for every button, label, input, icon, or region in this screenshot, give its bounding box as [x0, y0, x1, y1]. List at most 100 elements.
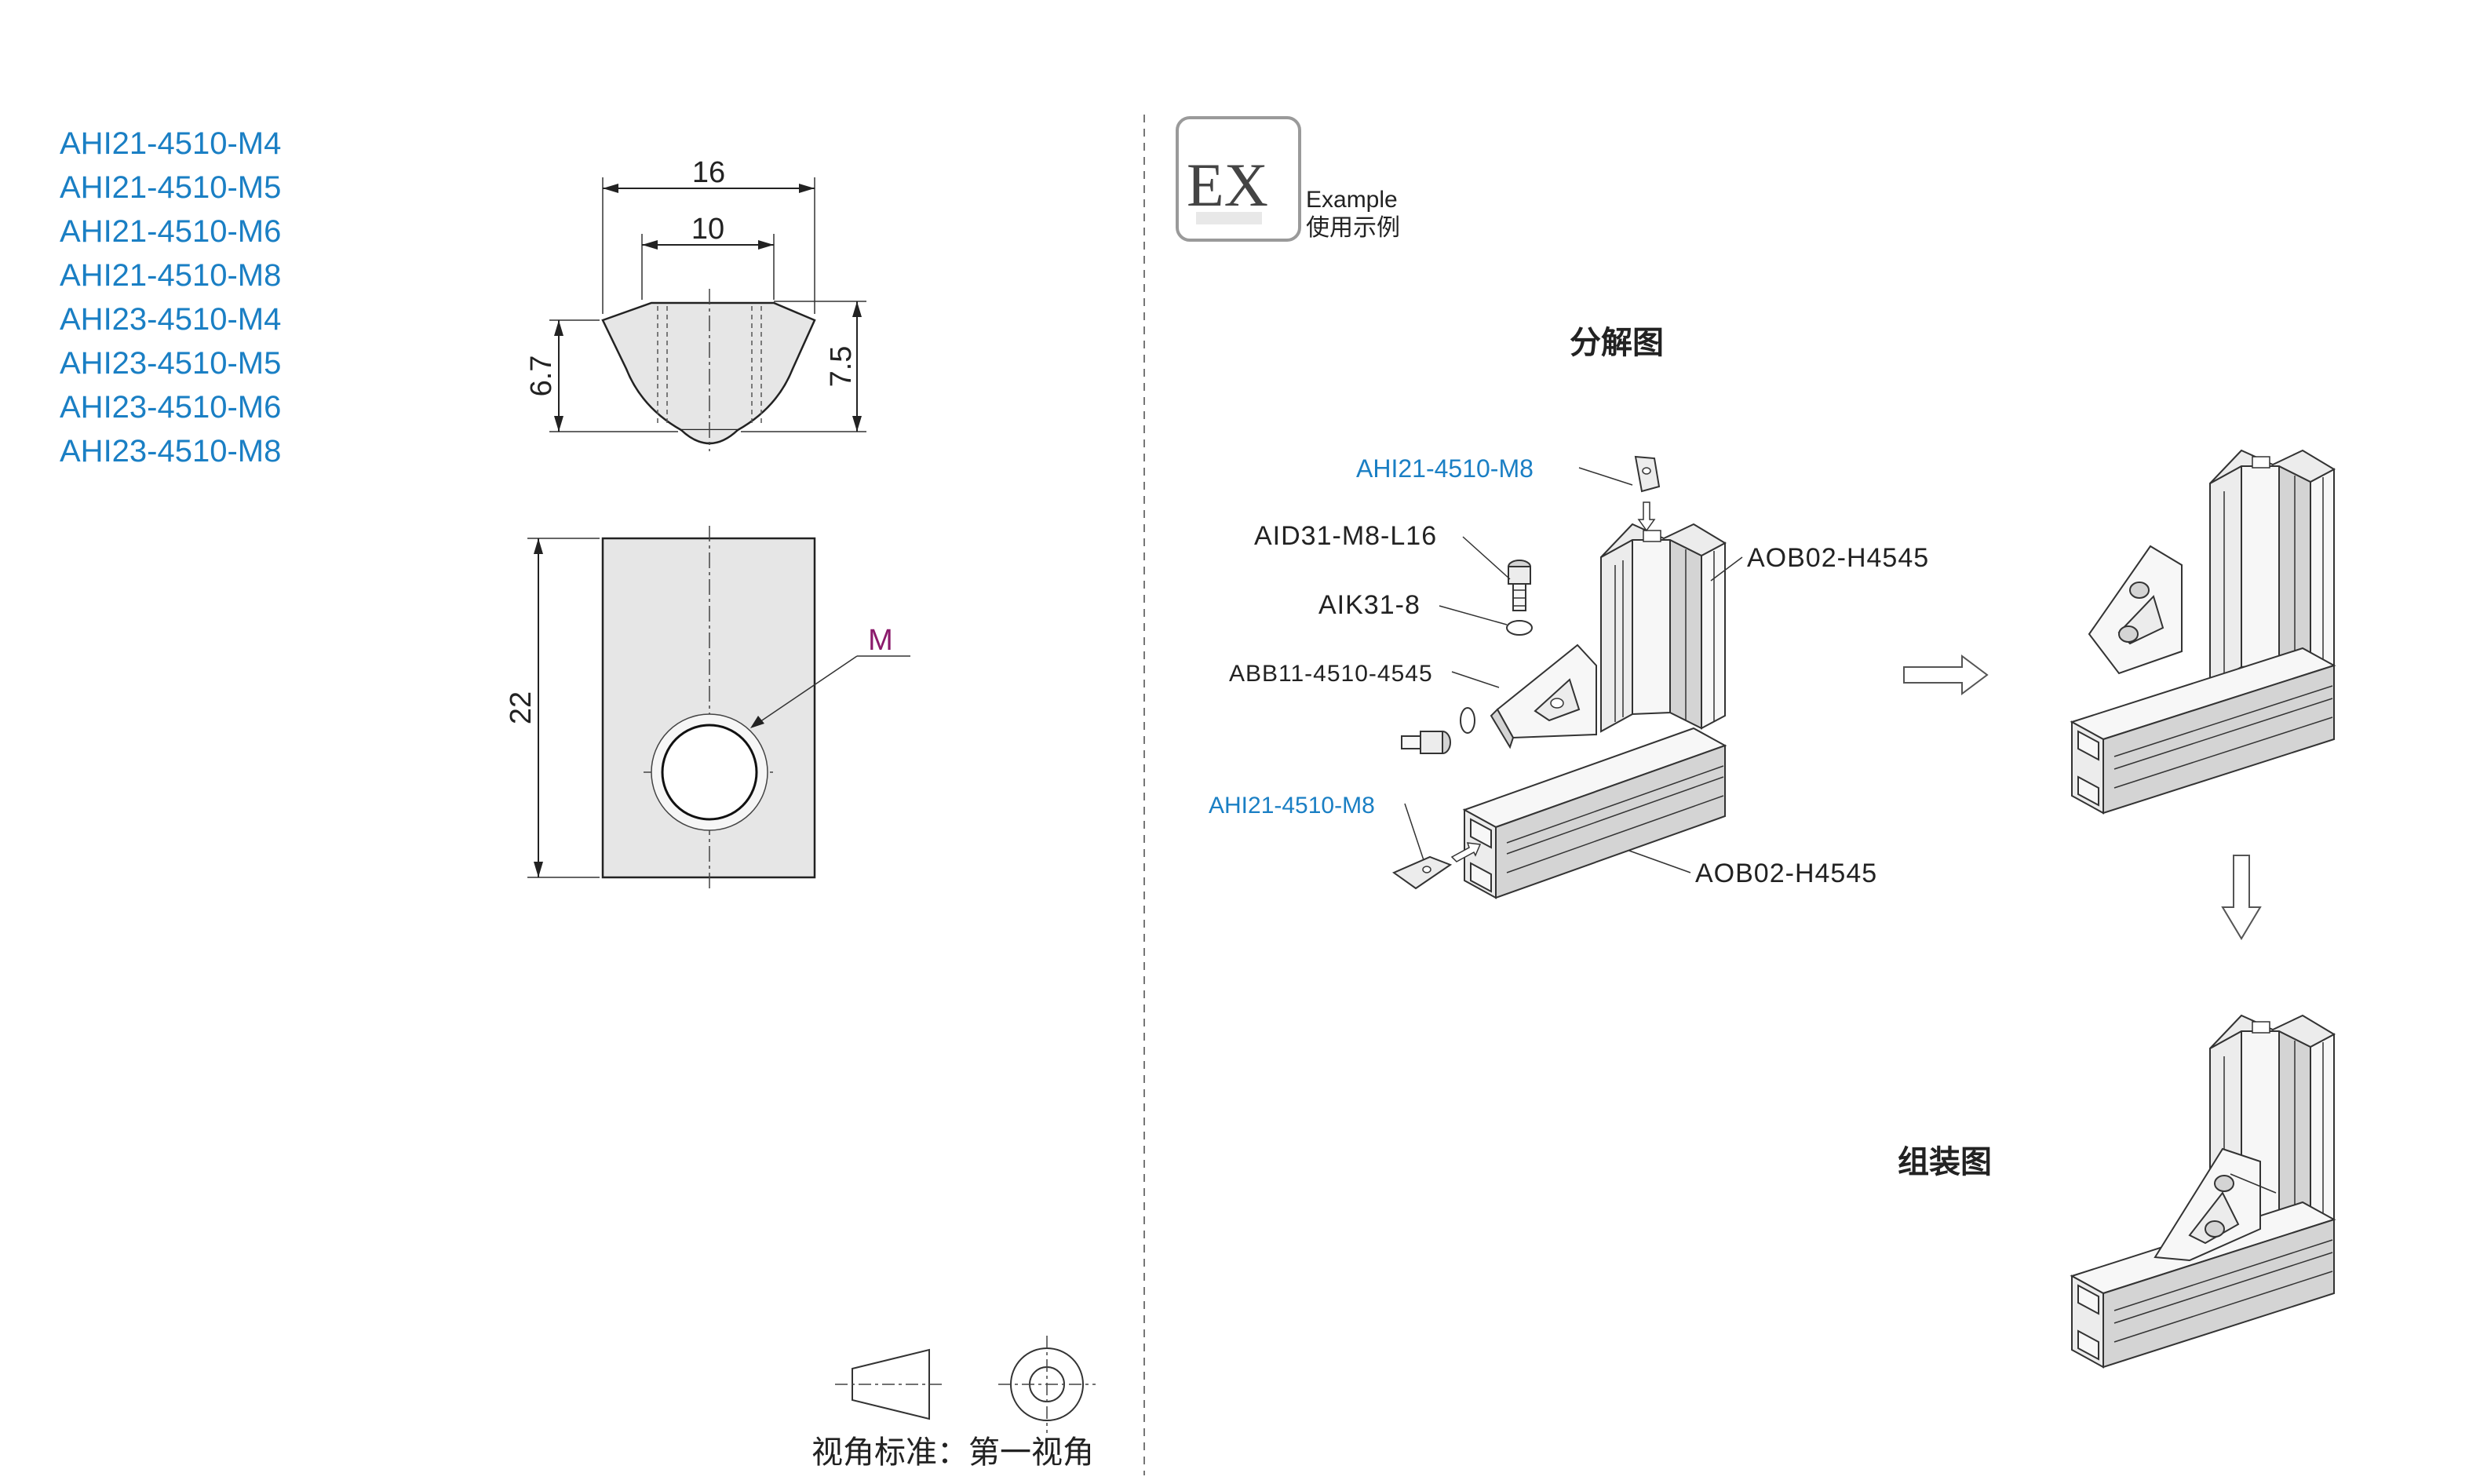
screw-top: [1508, 560, 1531, 611]
part-number: AHI23-4510-M4: [60, 302, 281, 337]
profile-slot: [2252, 456, 2270, 469]
badge-text: EX: [1187, 151, 1268, 219]
t-nut-hole: [1422, 866, 1431, 873]
insert-arrow: [1450, 842, 1482, 862]
assembled-view: [2070, 1014, 2336, 1369]
profile-face: [2209, 465, 2242, 686]
bracket-face: [1490, 708, 1515, 749]
dim-width-inner: 10: [691, 213, 724, 246]
dim-height-right: 7.5: [825, 346, 858, 388]
part-number: AHI21-4510-M8: [60, 258, 281, 293]
bracket-face: [2154, 1147, 2261, 1262]
profile-end-slot: [2077, 730, 2099, 761]
screw-shank: [1401, 735, 1421, 749]
arrowhead: [750, 716, 764, 728]
screw-head: [2129, 582, 2150, 599]
leader-line: [1628, 850, 1691, 873]
bracket-face: [1496, 644, 1597, 739]
vertical-profile: [1600, 523, 1727, 733]
label-profile-vertical: AOB02-H4545: [1747, 543, 1929, 573]
profile-slot: [2252, 1021, 2270, 1034]
part-number: AHI23-4510-M5: [60, 346, 281, 381]
part-number: AHI23-4510-M8: [60, 434, 281, 469]
profile-face: [2310, 468, 2335, 681]
badge-reflection: [1196, 212, 1262, 224]
profile-slot: [1643, 530, 1661, 542]
exploded-view: AHI21-4510-M8 AID31-M8-L16 AIK31-8 ABB11…: [1209, 454, 1929, 899]
projection-label: 视角标准：第一视角: [811, 1435, 1094, 1471]
washer-top: [1506, 620, 1533, 636]
arrowhead: [642, 240, 774, 250]
screw-head: [2214, 1175, 2234, 1192]
label-washer: AIK31-8: [1318, 590, 1420, 620]
assembled-title: 组装图: [1898, 1144, 1992, 1180]
profile-groove: [2113, 685, 2333, 757]
corner-bracket: [1490, 644, 1597, 749]
dim-thread: M: [868, 624, 893, 657]
screw-head: [2118, 625, 2139, 643]
nut-front-body: [601, 301, 816, 432]
frustum-icon: [852, 1348, 930, 1420]
screw-head: [1420, 731, 1443, 754]
leader-line: [1451, 671, 1500, 688]
leader-line: [1404, 803, 1424, 861]
profile-groove: [1506, 765, 1724, 844]
screw-shank: [1512, 583, 1526, 611]
screw-head: [2205, 1220, 2225, 1238]
label-nut-top: AHI21-4510-M8: [1356, 454, 1534, 483]
badge-frame: [1176, 116, 1301, 242]
part-number: AHI23-4510-M6: [60, 390, 281, 425]
leader-line: [1439, 605, 1508, 625]
screw-shank: [2230, 1173, 2277, 1194]
dim-width-top: 16: [692, 156, 725, 189]
example-badge: EX Example 使用示例: [1176, 116, 1400, 242]
dim-length: 22: [505, 691, 538, 724]
label-profile-horizontal: AOB02-H4545: [1695, 859, 1877, 888]
profile-face: [1632, 539, 1671, 716]
screw-bottom: [1401, 731, 1451, 754]
t-nut-bottom: [1391, 855, 1453, 890]
bracket-face: [2088, 545, 2183, 675]
profile-groove: [2113, 716, 2333, 789]
t-nut-hole: [1642, 467, 1651, 475]
profile-end-slot: [1470, 862, 1492, 893]
leader-line: [1578, 467, 1633, 486]
arrow-down: [2221, 855, 2262, 940]
profile-face: [1600, 538, 1633, 733]
arrow-right: [1903, 654, 1989, 695]
profile-groove: [2113, 1252, 2333, 1324]
part-number-list: AHI21-4510-M4 AHI21-4510-M5 AHI21-4510-M…: [60, 126, 281, 469]
label-bracket: ABB11-4510-4545: [1229, 661, 1433, 687]
partial-assembly: [2070, 449, 2336, 815]
projection-symbol: 视角标准：第一视角: [811, 1336, 1096, 1471]
leader-line: [754, 655, 858, 726]
leader-line: [1710, 556, 1743, 582]
profile-groove: [2113, 1239, 2333, 1311]
profile-end-slot: [2077, 1284, 2099, 1315]
profile-end-slot: [2077, 775, 2099, 807]
part-number: AHI21-4510-M6: [60, 214, 281, 249]
label-nut-bottom: AHI21-4510-M8: [1209, 793, 1375, 819]
profile-face: [1701, 541, 1726, 730]
label-screw: AID31-M8-L16: [1254, 521, 1437, 551]
horizontal-profile: [1462, 727, 1727, 899]
screw-head: [1508, 566, 1531, 585]
part-number: AHI21-4510-M4: [60, 126, 281, 161]
dim-height-left: 6.7: [525, 356, 558, 397]
exploded-title: 分解图: [1570, 325, 1664, 361]
part-number: AHI21-4510-M5: [60, 170, 281, 205]
washer-bottom: [1460, 707, 1475, 734]
example-label-en: Example: [1306, 187, 1398, 213]
profile-end-slot: [1470, 818, 1492, 849]
profile-groove: [1506, 795, 1724, 873]
example-label-cn: 使用示例: [1306, 215, 1400, 241]
bracket-hole: [1550, 698, 1564, 709]
profile-groove: [2113, 1271, 2333, 1343]
profile-groove: [2113, 698, 2333, 770]
thread-hole: [661, 724, 758, 821]
profile-groove: [1506, 776, 1724, 855]
insert-arrow: [1637, 501, 1656, 532]
front-view: 16 10 6.7 7.5: [525, 156, 866, 451]
leader-line: [1462, 536, 1511, 580]
